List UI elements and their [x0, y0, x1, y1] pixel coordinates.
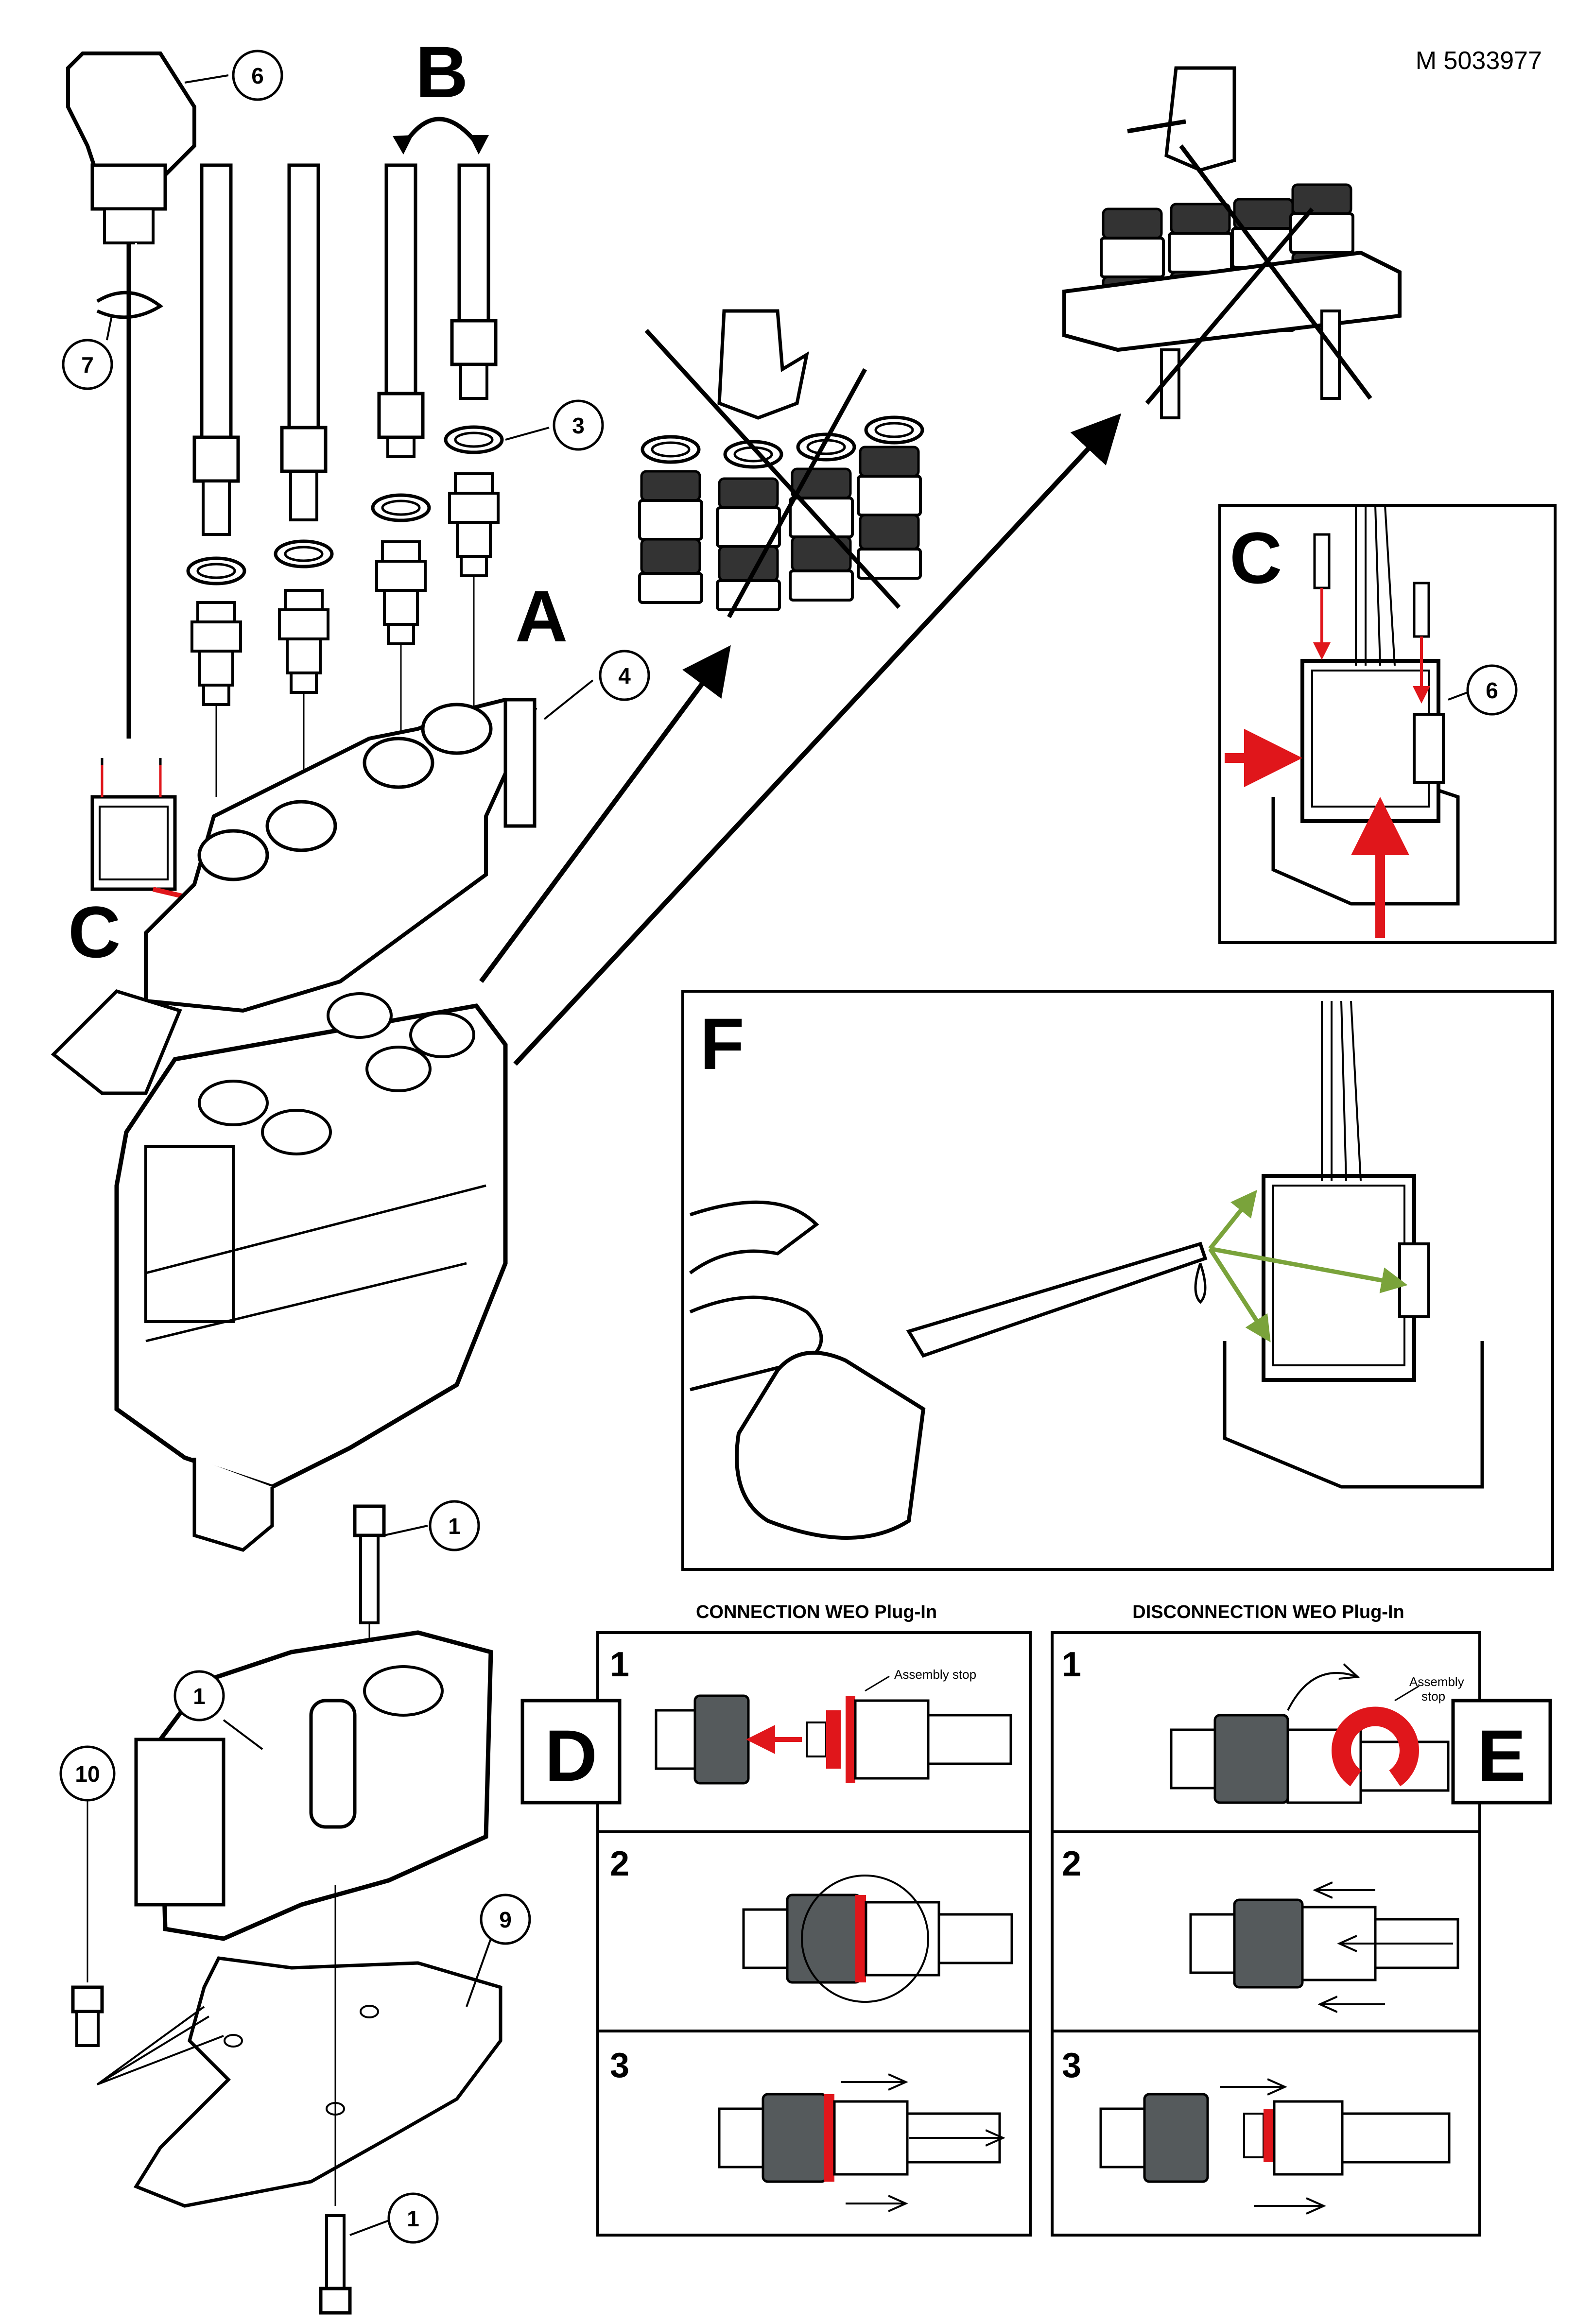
connection-step-3 [718, 2082, 1001, 2203]
bolt-bottom [319, 1885, 352, 2315]
callout-10: 10 [59, 1745, 116, 1802]
svg-text:7: 7 [81, 352, 94, 378]
disconnection-step-1-number: 1 [1062, 1645, 1081, 1684]
svg-text:10: 10 [75, 1761, 100, 1787]
callout-4: 4 [543, 650, 650, 720]
callout-1-bolt-bottom: 1 [349, 2192, 439, 2244]
arrow-to-old-manifold [513, 413, 1122, 1066]
washer-hose-2 [276, 541, 332, 567]
label-C-detail: C [1230, 517, 1282, 599]
cap-part [51, 989, 182, 1095]
label-D: D [545, 1715, 597, 1796]
svg-text:6: 6 [1486, 678, 1498, 703]
label-F: F [700, 1003, 745, 1085]
gasket-plate-9 [96, 1956, 502, 2208]
hose-2 [280, 163, 328, 521]
callout-3: 3 [505, 399, 604, 451]
connection-heading: CONNECTION WEO Plug-In [696, 1602, 937, 1622]
label-A: A [515, 575, 568, 657]
bolt-top [353, 1504, 386, 1749]
svg-text:1: 1 [407, 2206, 419, 2231]
callout-7: 7 [62, 315, 113, 390]
washer-hose-3 [446, 427, 502, 452]
connection-step-1-number: 1 [610, 1645, 629, 1684]
label-B: B [416, 31, 468, 113]
callout-9: 9 [466, 1894, 531, 2007]
callout-6-detail: 6 [1448, 664, 1518, 716]
label-C-main: C [68, 891, 121, 973]
connection-step-2-number: 2 [610, 1844, 629, 1883]
disconnection-panel: DISCONNECTION WEO Plug-In E 1 Assembly s… [1051, 1602, 1552, 2237]
valve-block [114, 992, 508, 1552]
sensor-cable-assembly [66, 52, 209, 967]
connection-step-2 [742, 1875, 1013, 2003]
fitting-hose-4 [377, 542, 425, 644]
disconnection-step-3 [1099, 2087, 1451, 2206]
fitting-hose-1 [192, 603, 241, 705]
svg-text:9: 9 [499, 1907, 512, 1932]
detail-F-panel: F [681, 990, 1554, 1571]
callout-1-plate: 1 [173, 1670, 263, 1750]
hose-set: 1 2 4 3 [188, 163, 502, 797]
svg-text:6: 6 [251, 63, 264, 88]
cover-plate [144, 697, 537, 1013]
disconnection-step-2-number: 2 [1062, 1844, 1081, 1883]
base-plate [134, 1630, 493, 1941]
callout-1-bolt-top: 1 [383, 1500, 480, 1551]
fitting-hose-3 [450, 474, 498, 576]
disconnection-stop-label: stop [1421, 1689, 1445, 1704]
disconnection-step-3-number: 3 [1062, 2046, 1081, 2085]
screw-10 [71, 1798, 104, 2047]
disconnection-heading: DISCONNECTION WEO Plug-In [1132, 1602, 1404, 1622]
hose-1 [192, 163, 240, 536]
detail-C-panel: C [1218, 504, 1557, 944]
callout-6-top: 6 [184, 50, 283, 101]
svg-text:1: 1 [448, 1514, 461, 1539]
connection-panel: CONNECTION WEO Plug-In D 1 Assembly stop… [520, 1602, 1032, 2237]
washer-hose-4 [373, 495, 429, 520]
connection-step-1: Assembly stop [655, 1667, 1012, 1785]
disconnection-assembly-label: Assembly [1409, 1674, 1464, 1689]
disconnection-step-2 [1189, 1890, 1459, 2004]
arrow-to-old-couplers [479, 645, 731, 983]
connection-step-3-number: 3 [610, 2046, 629, 2085]
hose-3 [450, 163, 498, 400]
label-E: E [1477, 1715, 1526, 1796]
disconnection-step-1: Assembly stop [1170, 1673, 1464, 1804]
svg-text:3: 3 [572, 413, 585, 438]
fitting-hose-2 [279, 590, 328, 692]
connection-assembly-stop-label: Assembly stop [894, 1667, 976, 1682]
obsolete-couplers-crossed [640, 309, 922, 619]
svg-text:1: 1 [193, 1684, 206, 1709]
svg-text:4: 4 [618, 663, 631, 689]
document-id: M 5033977 [1415, 47, 1542, 75]
washer-hose-1 [188, 558, 244, 584]
hose-4 [377, 163, 425, 458]
letter-B-swap-arrow: B [393, 31, 489, 155]
obsolete-manifold-crossed [1062, 66, 1402, 419]
